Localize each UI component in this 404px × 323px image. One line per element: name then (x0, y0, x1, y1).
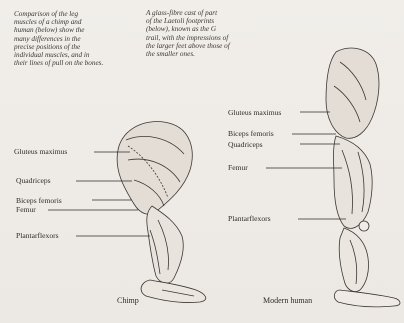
chimp-label-plantarflexors: Plantarflexors (16, 231, 59, 240)
chimp-label-quadriceps: Quadriceps (16, 176, 51, 185)
chimp-label-femur: Femur (16, 205, 36, 214)
human-label-femur: Femur (228, 163, 248, 172)
human-leg-drawing (326, 48, 400, 307)
human-label-quadriceps: Quadriceps (228, 140, 263, 149)
human-figure-title: Modern human (263, 296, 312, 305)
chimp-label-gluteus-maximus: Gluteus maximus (14, 147, 67, 156)
chimp-label-biceps-femoris: Biceps femoris (16, 196, 62, 205)
leader-lines (48, 112, 346, 236)
human-label-plantarflexors: Plantarflexors (228, 214, 271, 223)
chimp-leg-drawing (117, 122, 206, 303)
human-label-biceps-femoris: Biceps femoris (228, 129, 274, 138)
chimp-figure-title: Chimp (117, 296, 139, 305)
human-label-gluteus-maximus: Gluteus maximus (228, 108, 281, 117)
